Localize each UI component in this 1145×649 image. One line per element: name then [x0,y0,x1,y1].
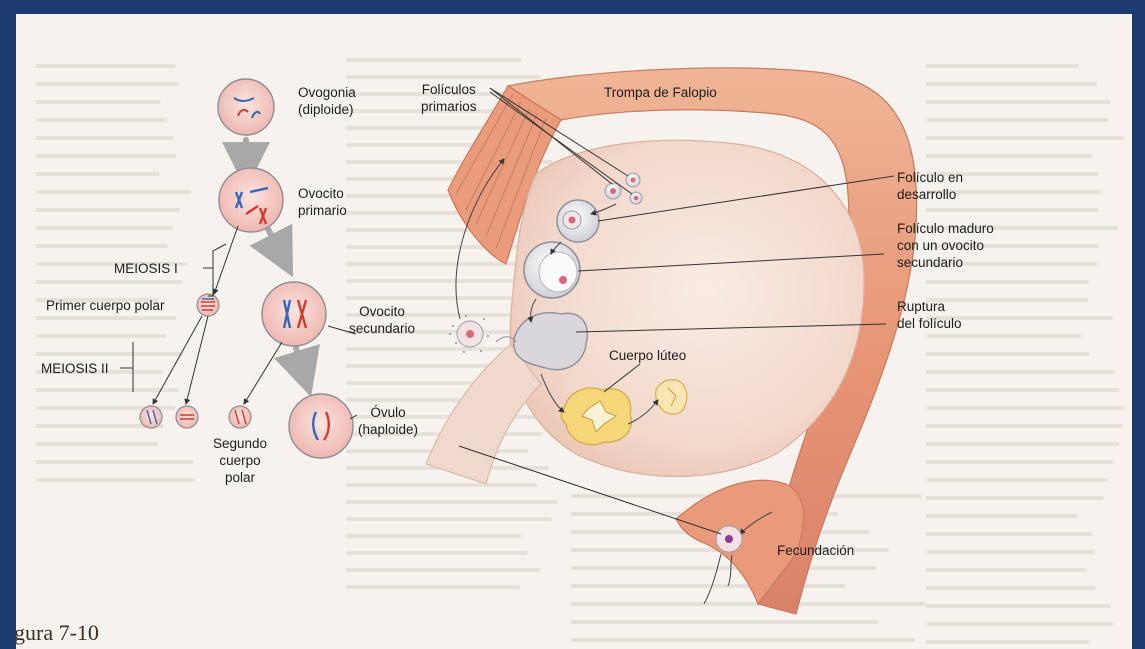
released-oocyte [449,315,489,353]
label-ruptura: Ruptura del folículo [897,298,962,332]
label-foliculo-maduro-line2: con un ovocito [897,237,994,254]
label-primer-cuerpo-polar: Primer cuerpo polar [46,297,165,314]
label-ovogonia-line2: (diploide) [298,101,356,118]
label-ruptura-line1: Ruptura [897,298,962,315]
label-ovocito-primario-line2: primario [298,202,347,219]
ovum-cell [289,394,353,458]
label-foliculos-line2: primarios [421,98,477,115]
label-ovogonia: Ovogonia (diploide) [298,84,356,118]
secondary-oocyte-cell [262,282,326,346]
label-foliculo-maduro-line1: Folículo maduro [897,220,994,237]
label-meiosis-1: MEIOSIS I [114,260,178,277]
label-segundo-line1: Segundo [210,435,270,452]
label-segundo-line3: polar [210,469,270,486]
oogenesis-diagram [16,14,1132,649]
corpus-luteum [561,388,631,445]
label-ovulo: Óvulo (haploide) [358,404,418,438]
label-ovulo-line1: Óvulo [358,404,418,421]
developing-follicle [557,200,599,242]
primary-oocyte-cell [219,168,283,232]
figure-caption: gura 7-10 [16,620,99,646]
label-segundo-line2: cuerpo [210,452,270,469]
label-ovocito-secundario-line1: Ovocito [349,303,415,320]
label-foliculo-en-desarrollo: Folículo en desarrollo [897,169,963,203]
label-ovulo-line2: (haploide) [358,421,418,438]
label-ruptura-line2: del folículo [897,315,962,332]
polar-bodies-final [140,406,251,428]
first-polar-body [197,294,219,316]
label-ovocito-primario-line1: Ovocito [298,185,347,202]
label-foliculo-desarrollo-line2: desarrollo [897,186,963,203]
textbook-page: Ovogonia (diploide) Ovocito primario MEI… [16,14,1132,649]
label-foliculos-line1: Folículos [421,81,477,98]
label-segundo-cuerpo-polar: Segundo cuerpo polar [210,435,270,486]
label-foliculo-desarrollo-line1: Folículo en [897,169,963,186]
mature-follicle [524,242,580,298]
ovogonia-cell [218,79,274,135]
label-foliculos-primarios: Folículos primarios [421,81,477,115]
label-trompa-de-falopio: Trompa de Falopio [604,84,717,101]
label-fecundacion: Fecundación [777,542,854,559]
label-meiosis-2: MEIOSIS II [41,360,109,377]
label-ovocito-secundario: Ovocito secundario [349,303,415,337]
label-ovocito-primario: Ovocito primario [298,185,347,219]
label-cuerpo-luteo: Cuerpo lúteo [609,347,686,364]
label-foliculo-maduro: Folículo maduro con un ovocito secundari… [897,220,994,271]
label-foliculo-maduro-line3: secundario [897,254,994,271]
label-ovocito-secundario-line2: secundario [349,320,415,337]
label-ovogonia-line1: Ovogonia [298,84,356,101]
